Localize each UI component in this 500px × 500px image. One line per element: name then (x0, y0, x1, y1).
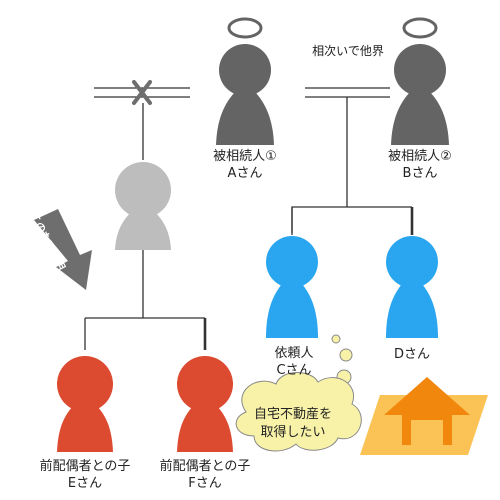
label-person-e: 前配偶者との子 Eさん (39, 459, 131, 491)
person-a (216, 17, 274, 145)
person-f (177, 356, 233, 452)
person-e (57, 356, 113, 452)
children-cd-branch (291, 206, 414, 235)
label-person-d: Dさん (393, 347, 431, 362)
house-arrow-icon (360, 377, 488, 455)
marriage-line (305, 87, 390, 98)
person-b (391, 17, 449, 145)
person-c (266, 236, 318, 338)
label-person-a: 被相続人① Aさん (213, 149, 277, 181)
thought-text: 自宅不動産を 取得したい (253, 407, 332, 440)
halo-icon (227, 17, 263, 39)
cross-icon (132, 80, 152, 105)
label-person-b: 被相続人② Bさん (388, 149, 452, 181)
former-marriage-line (94, 87, 190, 98)
label-person-f: 前配偶者との子 Fさん (159, 459, 251, 491)
halo-icon (402, 17, 438, 39)
person-former-spouse (115, 162, 171, 250)
person-d (386, 236, 438, 338)
discovery-arrow-icon (34, 209, 92, 290)
children-ef-branch (84, 250, 207, 350)
successive-death-note: 相次いで他界 (312, 44, 384, 58)
label-person-c: 依頼人 Cさん (274, 346, 314, 378)
thought-bubble (235, 334, 362, 452)
